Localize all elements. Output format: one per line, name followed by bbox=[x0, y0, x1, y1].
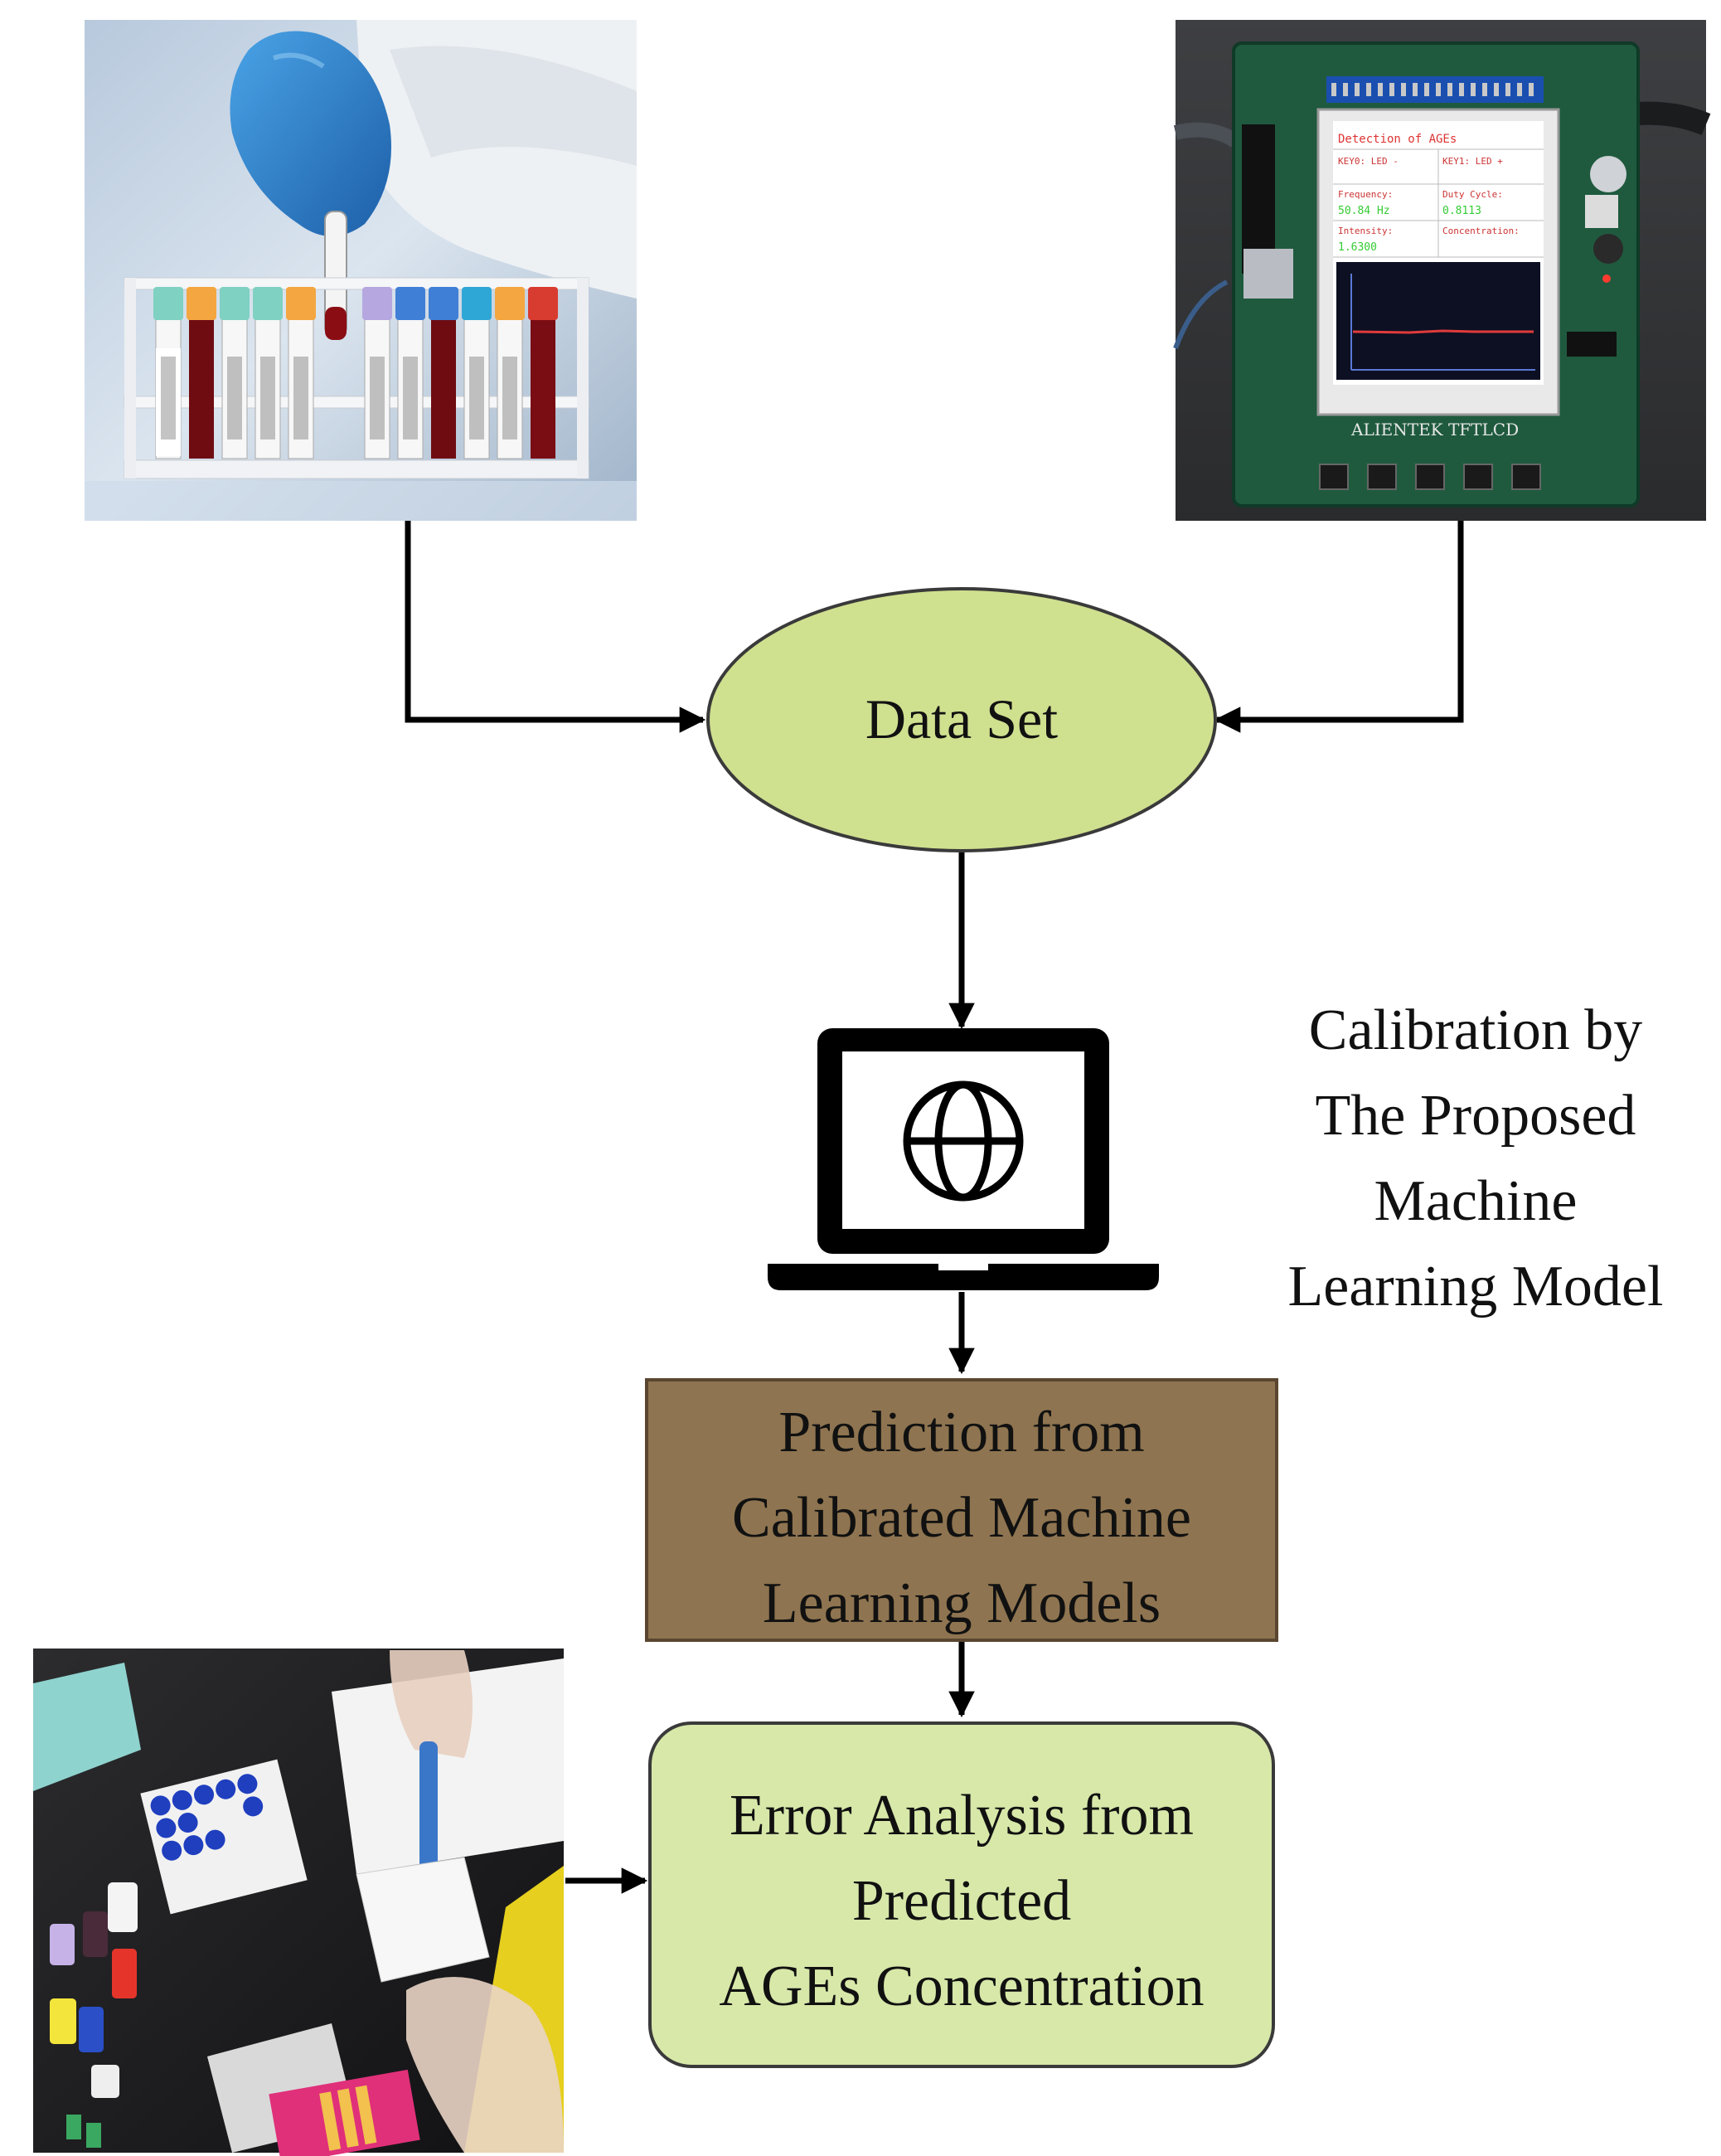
device-cell: Concentration: bbox=[1442, 226, 1520, 236]
device-cell: Frequency: bbox=[1338, 189, 1393, 200]
device-value: 0.8113 bbox=[1442, 205, 1481, 217]
globe-icon bbox=[903, 1080, 1024, 1202]
error-analysis-line: Predicted bbox=[852, 1869, 1071, 1933]
tft-lcd-device-photo: Detection of AGEs KEY0: LED - KEY1: LED … bbox=[1173, 20, 1711, 521]
device-screen-title: Detection of AGEs bbox=[1338, 133, 1457, 146]
device-cell: KEY1: LED + bbox=[1442, 156, 1503, 167]
calibration-line: Machine bbox=[1374, 1169, 1578, 1233]
device-brand: ALIENTEK TFTLCD bbox=[1350, 420, 1519, 439]
blood-test-tubes-photo bbox=[85, 20, 637, 521]
error-analysis-line: AGEs Concentration bbox=[719, 1954, 1204, 2018]
lab-pipetting-photo bbox=[33, 1649, 564, 2156]
device-cell: Duty Cycle: bbox=[1442, 189, 1503, 200]
arrow-tubes-to-dataset bbox=[405, 521, 706, 733]
device-value: 50.84 Hz bbox=[1338, 205, 1390, 217]
error-analysis-line: Error Analysis from bbox=[730, 1784, 1194, 1848]
device-value: 1.6300 bbox=[1338, 241, 1377, 254]
calibration-line: Calibration by bbox=[1309, 998, 1642, 1062]
calibration-line: Learning Model bbox=[1288, 1255, 1664, 1318]
calibration-line: The Proposed bbox=[1316, 1084, 1636, 1148]
data-set-node: Data Set bbox=[706, 587, 1217, 852]
error-analysis-node: Error Analysis from Predicted AGEs Conce… bbox=[648, 1721, 1275, 2068]
prediction-line: Learning Models bbox=[763, 1571, 1161, 1635]
device-cell: KEY0: LED - bbox=[1338, 156, 1399, 167]
prediction-line: Prediction from bbox=[778, 1401, 1144, 1464]
calibration-note: Calibration by The Proposed Machine Lear… bbox=[1288, 998, 1664, 1318]
laptop-globe-icon bbox=[768, 1028, 1159, 1290]
prediction-node: Prediction from Calibrated Machine Learn… bbox=[645, 1378, 1278, 1642]
arrow-device-to-dataset bbox=[1214, 521, 1464, 733]
data-set-label: Data Set bbox=[865, 687, 1058, 750]
device-cell: Intensity: bbox=[1338, 226, 1393, 236]
prediction-line: Calibrated Machine bbox=[732, 1486, 1191, 1550]
